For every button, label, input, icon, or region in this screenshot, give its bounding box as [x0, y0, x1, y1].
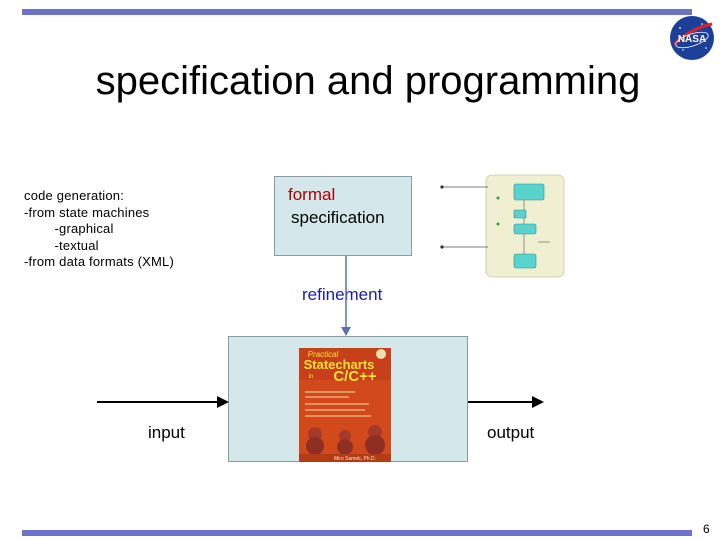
input-arrowhead	[217, 396, 229, 408]
input-label: input	[148, 423, 185, 443]
output-arrowhead	[532, 396, 544, 408]
page-number: 6	[703, 522, 710, 536]
refinement-arrowhead	[341, 327, 351, 336]
output-label: output	[487, 423, 534, 443]
